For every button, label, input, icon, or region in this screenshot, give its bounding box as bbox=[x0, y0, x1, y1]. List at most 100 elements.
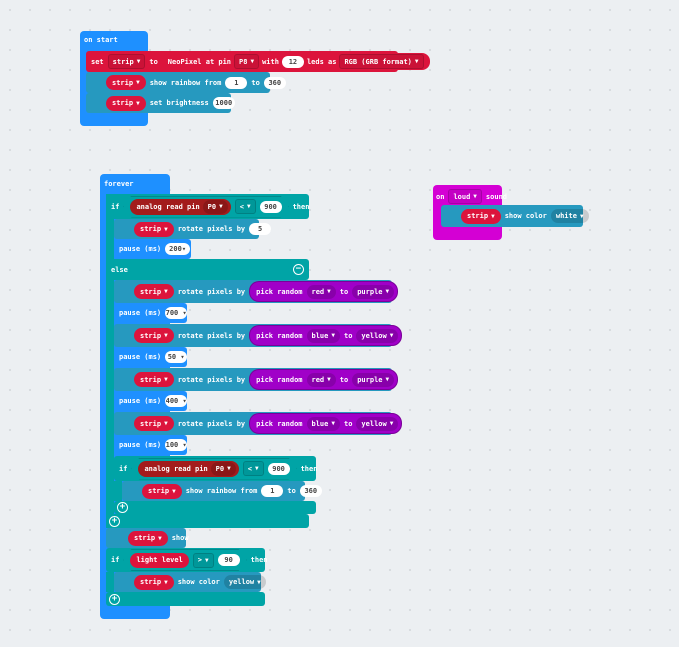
threshold-input[interactable]: 900 bbox=[268, 463, 290, 475]
pause-dropdown[interactable]: 100 ▾ bbox=[165, 439, 188, 451]
pick-random-block[interactable]: pick random red▼ to purple▼ bbox=[249, 281, 399, 302]
strip-variable[interactable]: strip▼ bbox=[106, 75, 146, 90]
strip-variable[interactable]: strip▼ bbox=[134, 416, 174, 431]
from-color-dropdown[interactable]: blue▼ bbox=[306, 416, 340, 431]
pause-dropdown[interactable]: 200 ▾ bbox=[165, 243, 191, 255]
brightness-input[interactable]: 1000 bbox=[212, 97, 235, 109]
from-color-dropdown[interactable]: blue▼ bbox=[306, 328, 340, 343]
to-input[interactable]: 360 bbox=[263, 76, 286, 89]
pin-dropdown[interactable]: P0▼ bbox=[211, 462, 236, 476]
pause-block[interactable]: pause (ms) 100 ▾ bbox=[114, 435, 188, 455]
to-label: to bbox=[339, 287, 349, 296]
rotate-random-block[interactable]: strip▼ rotate pixels by pick random red▼… bbox=[114, 368, 399, 391]
else-row: else − bbox=[106, 259, 309, 280]
light-if-spine bbox=[106, 572, 114, 592]
to-input[interactable]: 360 bbox=[299, 485, 322, 497]
pin-dropdown[interactable]: P0▼ bbox=[203, 200, 228, 214]
show-color-block[interactable]: strip▼ show color yellow▼ bbox=[114, 572, 266, 592]
leds-input[interactable]: 12 bbox=[281, 55, 304, 68]
to-label: to bbox=[287, 487, 296, 495]
set-strip-block[interactable]: set strip▼ to NeoPixel at pin P8▼ with 1… bbox=[86, 51, 430, 72]
strip-variable[interactable]: strip▼ bbox=[134, 284, 174, 299]
pick-random-label: pick random bbox=[256, 375, 303, 384]
strip-show-block[interactable]: strip▼ show bbox=[106, 528, 189, 548]
sound-dropdown[interactable]: loud▼ bbox=[448, 189, 482, 204]
strip-variable[interactable]: strip▼ bbox=[461, 208, 501, 224]
rotate-pixels-block[interactable]: strip▼ rotate pixels by 5 bbox=[114, 219, 272, 239]
to-color-dropdown[interactable]: yellow▼ bbox=[356, 328, 399, 343]
pause-dropdown[interactable]: 400 ▾ bbox=[165, 395, 188, 407]
operator-dropdown[interactable]: <▼ bbox=[235, 199, 256, 214]
pause-label: pause (ms) bbox=[119, 353, 162, 361]
then-label: then bbox=[292, 202, 310, 211]
strip-variable[interactable]: strip▼ bbox=[134, 372, 174, 387]
then-label: then bbox=[250, 556, 268, 564]
pause-label: pause (ms) bbox=[119, 397, 162, 405]
to-label: to bbox=[149, 57, 158, 66]
remove-else-icon[interactable]: − bbox=[293, 264, 304, 275]
neopixel-create-block[interactable]: NeoPixel at pin P8▼ with 12 leds as RGB … bbox=[161, 53, 430, 70]
pause-dropdown[interactable]: 700 ▾ bbox=[165, 307, 188, 319]
to-color-dropdown[interactable]: yellow▼ bbox=[356, 416, 399, 431]
from-input[interactable]: 1 bbox=[261, 485, 284, 497]
strip-variable[interactable]: strip▼ bbox=[142, 483, 182, 499]
pause-block[interactable]: pause (ms) 50 ▾ bbox=[114, 347, 188, 367]
light-if-footer: + bbox=[106, 592, 265, 606]
rotate-label: rotate pixels by bbox=[177, 375, 246, 384]
rotate-label: rotate pixels by bbox=[177, 331, 246, 340]
show-color-block[interactable]: strip▼ show color white▼ bbox=[441, 205, 589, 227]
add-else-icon[interactable]: + bbox=[109, 593, 120, 605]
color-dropdown[interactable]: white▼ bbox=[550, 209, 589, 223]
strip-variable[interactable]: strip▼ bbox=[134, 221, 174, 237]
comparison-block[interactable]: light level >▼ 90 bbox=[123, 549, 246, 571]
operator-dropdown[interactable]: <▼ bbox=[243, 461, 264, 476]
color-dropdown[interactable]: yellow▼ bbox=[223, 575, 266, 589]
pause-block[interactable]: pause (ms) 200 ▾ bbox=[114, 239, 191, 259]
pause-dropdown[interactable]: 50 ▾ bbox=[165, 351, 188, 363]
rotate-random-block[interactable]: strip▼ rotate pixels by pick random blue… bbox=[114, 412, 403, 435]
show-rainbow-block[interactable]: strip▼ show rainbow from 1 to 360 bbox=[86, 72, 286, 93]
if-else-block-spine bbox=[106, 194, 114, 528]
rotate-random-block[interactable]: strip▼ rotate pixels by pick random red▼… bbox=[114, 280, 399, 303]
from-color-dropdown[interactable]: red▼ bbox=[306, 284, 336, 299]
pick-random-block[interactable]: pick random blue▼ to yellow▼ bbox=[249, 413, 403, 434]
strip-variable[interactable]: strip▼ bbox=[134, 574, 174, 590]
inner-if-spine bbox=[114, 481, 122, 501]
show-color-label: show color bbox=[177, 578, 220, 586]
pick-random-block[interactable]: pick random blue▼ to yellow▼ bbox=[249, 325, 403, 346]
light-level-block[interactable]: light level bbox=[130, 553, 188, 568]
operator-dropdown[interactable]: >▼ bbox=[193, 553, 214, 568]
rotate-label: rotate pixels by bbox=[177, 419, 246, 428]
rotate-input[interactable]: 5 bbox=[249, 223, 272, 235]
add-else-icon[interactable]: + bbox=[117, 502, 128, 513]
to-label: to bbox=[251, 78, 260, 87]
strip-variable[interactable]: strip▼ bbox=[134, 328, 174, 343]
show-rainbow-block[interactable]: strip▼ show rainbow from 1 to 360 bbox=[122, 481, 322, 501]
threshold-input[interactable]: 900 bbox=[260, 201, 282, 213]
set-brightness-block[interactable]: strip▼ set brightness 1000 bbox=[86, 93, 235, 113]
rotate-random-block[interactable]: strip▼ rotate pixels by pick random blue… bbox=[114, 324, 403, 347]
from-color-dropdown[interactable]: red▼ bbox=[306, 372, 336, 387]
pin-dropdown[interactable]: P8▼ bbox=[234, 54, 260, 69]
pause-block[interactable]: pause (ms) 400 ▾ bbox=[114, 391, 188, 411]
format-dropdown[interactable]: RGB (GRB format)▼ bbox=[339, 54, 424, 69]
strip-variable[interactable]: strip▼ bbox=[128, 530, 168, 546]
pick-random-block[interactable]: pick random red▼ to purple▼ bbox=[249, 369, 399, 390]
to-label: to bbox=[343, 331, 353, 340]
light-if-header[interactable]: if light level >▼ 90 then bbox=[106, 548, 268, 572]
from-input[interactable]: 1 bbox=[225, 76, 248, 89]
to-color-dropdown[interactable]: purple▼ bbox=[352, 284, 395, 299]
pause-block[interactable]: pause (ms) 700 ▾ bbox=[114, 303, 188, 323]
pick-random-label: pick random bbox=[256, 331, 303, 340]
add-elseif-icon[interactable]: + bbox=[109, 515, 120, 527]
to-color-dropdown[interactable]: purple▼ bbox=[352, 372, 395, 387]
variable-dropdown[interactable]: strip▼ bbox=[107, 54, 146, 69]
strip-variable[interactable]: strip▼ bbox=[106, 95, 146, 111]
threshold-input[interactable]: 90 bbox=[218, 554, 240, 566]
